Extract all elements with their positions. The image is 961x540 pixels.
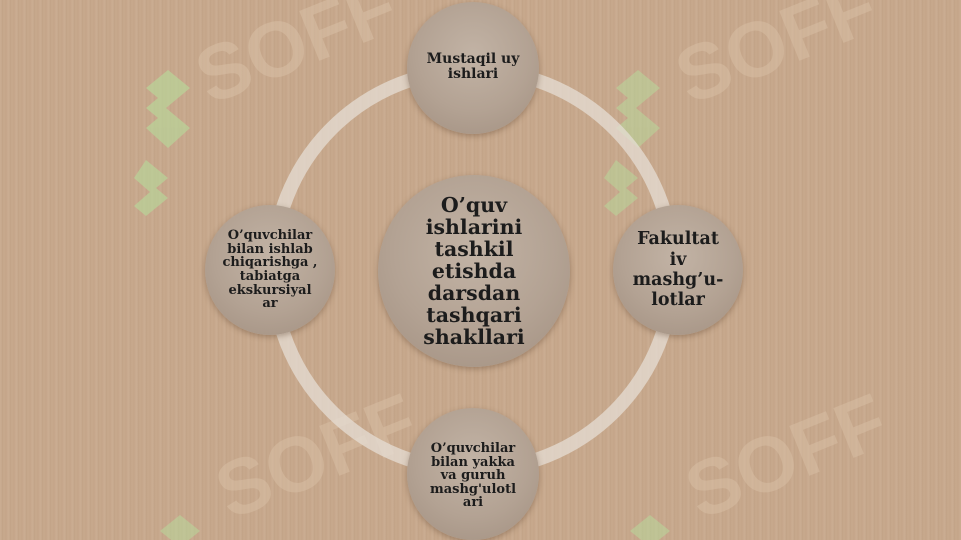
node-ekskursiyalar: O’quvchilar bilan ishlab chiqarishga , t… — [205, 205, 335, 335]
node-label-bottom: O’quvchilar bilan yakka va guruh mashg'u… — [429, 440, 517, 511]
node-yakka-va-guruh: O’quvchilar bilan yakka va guruh mashg'u… — [407, 408, 539, 540]
node-label-left: O’quvchilar bilan ishlab chiqarishga , t… — [222, 228, 318, 312]
center-label: O’quv ishlarini tashkil etishda darsdan … — [423, 192, 525, 350]
node-label-right: Fakultat iv mashg’u- lotlar — [632, 229, 724, 311]
node-center-title: O’quv ishlarini tashkil etishda darsdan … — [378, 175, 570, 367]
node-fakultativ-mashgulotlar: Fakultat iv mashg’u- lotlar — [613, 205, 743, 335]
node-label-top: Mustaqil uy ishlari — [426, 51, 520, 82]
node-mustaqil-uy-ishlari: Mustaqil uy ishlari — [407, 2, 539, 134]
